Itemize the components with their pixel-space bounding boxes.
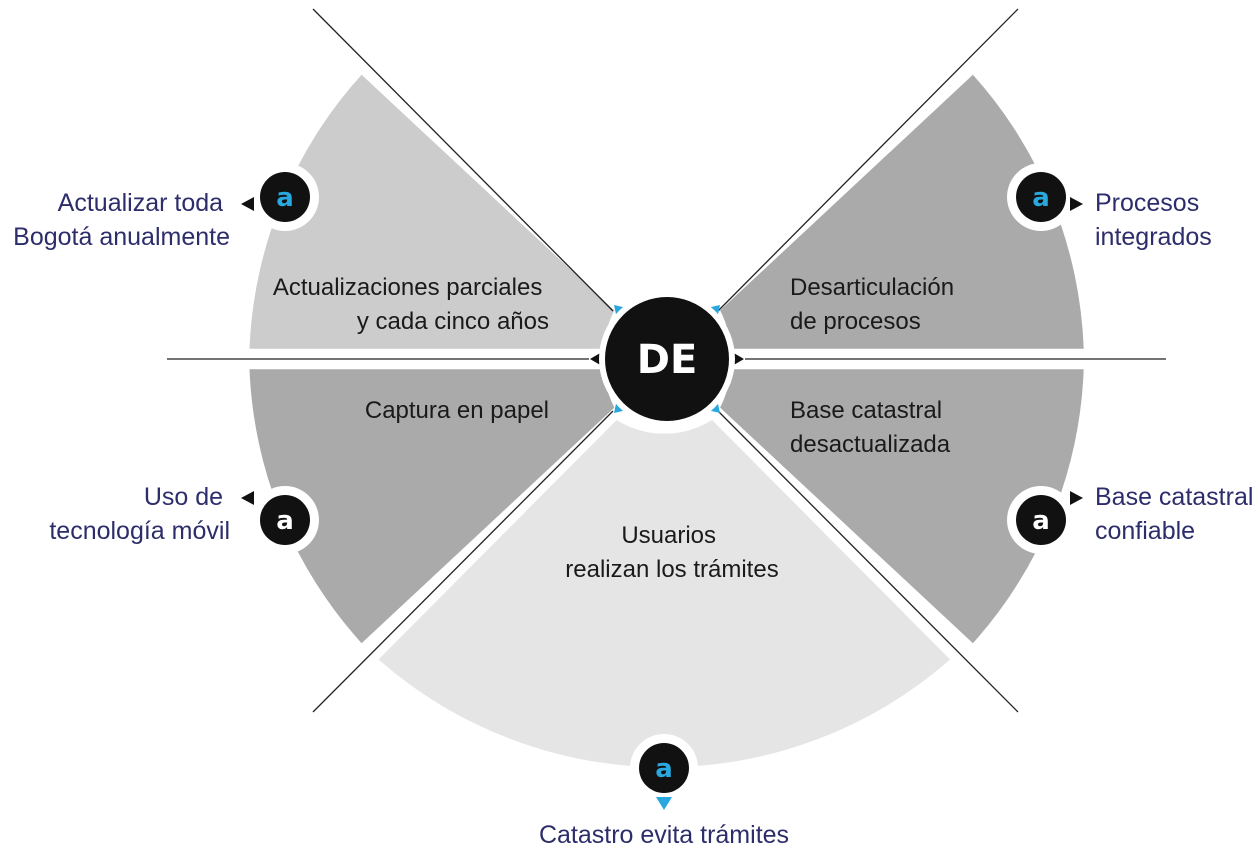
divider-lines <box>167 8 1166 713</box>
center-node: DE <box>599 291 735 427</box>
outcome-label-line: integrados <box>1095 223 1212 251</box>
divider-line <box>717 8 1019 312</box>
badge-letter-icon: a <box>655 754 673 784</box>
badge-right: a <box>1007 486 1083 554</box>
badge-letter-icon: a <box>1032 183 1050 213</box>
segment-label-line: y cada cinco años <box>357 308 549 335</box>
segment-upper-left <box>249 74 615 349</box>
arrow-left-icon <box>241 491 254 505</box>
outcome-label-upper-right: Procesos integrados <box>1095 189 1212 251</box>
arrow-right-icon <box>1070 491 1083 505</box>
segment-label-line: Base catastral <box>790 397 942 424</box>
badges: a a a a a <box>241 163 1083 810</box>
segment-bottom <box>378 420 951 768</box>
segment-label-line: de procesos <box>790 308 921 335</box>
outcome-label-line: tecnología móvil <box>49 517 230 545</box>
badge-bottom: a <box>630 734 698 810</box>
segment-label-line: realizan los trámites <box>565 556 778 583</box>
badge-upper-right: a <box>1007 163 1083 231</box>
badge-circle <box>1016 172 1066 222</box>
arrow-icon <box>732 352 744 366</box>
outcome-label-upper-left: Actualizar toda Bogotá anualmente <box>13 189 230 251</box>
segment-label-line: Actualizaciones parciales <box>273 274 542 301</box>
arrow-down-icon <box>656 797 672 810</box>
segment-label-right: Base catastral desactualizada <box>790 397 951 458</box>
outcome-label-right: Base catastral confiable <box>1095 483 1256 545</box>
divider-line <box>717 410 1019 713</box>
badge-circle <box>1016 495 1066 545</box>
outcome-label-line: Catastro evita trámites <box>539 821 789 849</box>
outcome-labels: Actualizar toda Bogotá anualmente Proces… <box>13 189 1256 849</box>
arrow-left-icon <box>241 197 254 211</box>
segment-label-line: Captura en papel <box>365 397 549 424</box>
arrow-icon <box>590 352 602 366</box>
segment-label-line: Usuarios <box>621 522 716 549</box>
badge-circle <box>260 495 310 545</box>
arrow-right-icon <box>1070 197 1083 211</box>
segment-upper-right <box>720 74 1084 349</box>
segment-label-upper-left: Actualizaciones parciales y cada cinco a… <box>273 274 549 335</box>
outcome-label-left: Uso de tecnología móvil <box>49 483 230 545</box>
center-circle <box>599 291 735 427</box>
divider-line <box>312 8 614 312</box>
outcome-label-line: confiable <box>1095 517 1195 545</box>
outcome-label-line: Bogotá anualmente <box>13 223 230 251</box>
segment-labels: Actualizaciones parciales y cada cinco a… <box>273 274 961 583</box>
segment-label-bottom: Usuarios realizan los trámites <box>565 522 778 583</box>
badge-letter-icon: a <box>276 506 294 536</box>
outcome-label-line: Uso de <box>144 483 223 511</box>
outcome-label-line: Base catastral <box>1095 483 1253 511</box>
badge-letter-icon: a <box>1032 506 1050 536</box>
segment-right <box>720 369 1084 644</box>
badge-circle <box>260 172 310 222</box>
outcome-label-bottom: Catastro evita trámites <box>539 821 789 849</box>
divider-line <box>312 410 614 713</box>
segment-label-line: Desarticulación <box>790 274 954 301</box>
badge-upper-left: a <box>241 163 319 231</box>
center-label: DE <box>637 337 698 383</box>
outcome-label-line: Procesos <box>1095 189 1199 217</box>
segments <box>249 74 1084 768</box>
badge-letter-icon: a <box>276 183 294 213</box>
badge-circle <box>639 743 689 793</box>
badge-left: a <box>241 486 319 554</box>
segment-label-upper-right: Desarticulación de procesos <box>790 274 961 335</box>
segment-label-left: Captura en papel <box>365 397 549 424</box>
segment-label-line: desactualizada <box>790 431 951 458</box>
segment-left <box>249 369 615 644</box>
outcome-label-line: Actualizar toda <box>58 189 223 217</box>
